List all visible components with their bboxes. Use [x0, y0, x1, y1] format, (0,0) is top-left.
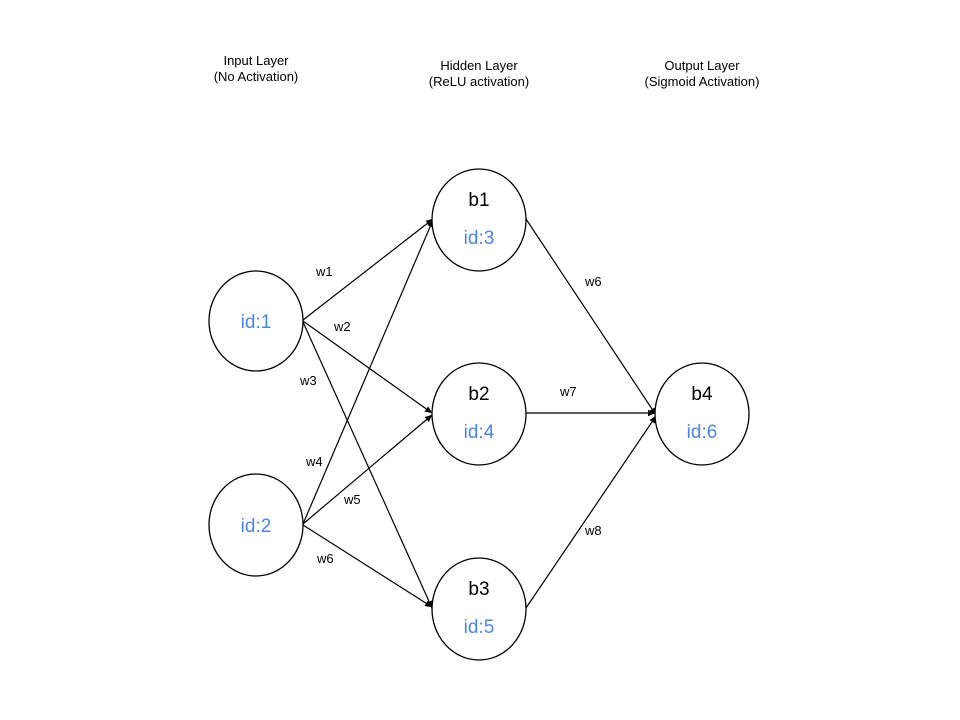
neuron-bias-label: b4	[691, 384, 713, 405]
weight-label-w4: w4	[305, 454, 323, 469]
edge-n1-n3	[302, 218, 434, 321]
neuron-circle	[431, 362, 527, 466]
edge-n5-n6	[525, 415, 657, 609]
neuron-bias-label: b1	[468, 190, 489, 211]
edge-n1-n4	[302, 320, 433, 414]
neuron-id-label: id:2	[241, 516, 272, 537]
neuron-id-label: id:6	[687, 422, 718, 443]
weight-label-w7: w7	[559, 384, 577, 399]
weight-label-w5: w5	[343, 492, 361, 507]
connections	[302, 218, 657, 609]
neuron-n3: b1 id:3	[431, 168, 527, 272]
neuron-n6: b4 id:6	[654, 362, 750, 466]
hidden-layer-subtitle: (ReLU activation)	[429, 74, 529, 89]
neuron-id-label: id:5	[464, 617, 495, 638]
weight-label-w6: w6	[316, 551, 334, 566]
neuron-n5: b3 id:5	[431, 557, 527, 661]
weight-label-w6: w6	[584, 274, 602, 289]
neuron-circle	[208, 473, 304, 577]
neuron-circle	[431, 557, 527, 661]
neurons: id:1 id:2 b1 id:3 b2 id:4 b3 id:5 b4 id:6	[208, 168, 750, 661]
input-layer-title: Input Layer	[223, 53, 289, 68]
weight-label-w2: w2	[333, 319, 351, 334]
edge-n3-n6	[525, 218, 657, 416]
neuron-bias-label: b3	[468, 579, 489, 600]
weight-labels: w1 w2 w3 w4 w5 w6 w6 w7 w8	[299, 264, 602, 566]
neuron-id-label: id:4	[464, 422, 495, 443]
edge-n2-n3	[302, 219, 434, 525]
weight-label-w3: w3	[299, 373, 317, 388]
neuron-bias-label: b2	[468, 384, 489, 405]
weight-label-w8: w8	[584, 523, 602, 538]
neuron-n2: id:2	[208, 473, 304, 577]
neuron-id-label: id:1	[241, 312, 272, 333]
edge-n2-n4	[302, 414, 433, 525]
output-layer-subtitle: (Sigmoid Activation)	[645, 74, 760, 89]
neuron-n4: b2 id:4	[431, 362, 527, 466]
neuron-id-label: id:3	[464, 228, 495, 249]
neuron-circle	[431, 168, 527, 272]
neuron-circle	[654, 362, 750, 466]
neuron-circle	[208, 270, 304, 372]
output-layer-title: Output Layer	[664, 58, 740, 73]
weight-label-w1: w1	[315, 264, 333, 279]
edge-n1-n5	[302, 321, 433, 609]
neuron-n1: id:1	[208, 270, 304, 372]
input-layer-subtitle: (No Activation)	[214, 69, 299, 84]
hidden-layer-title: Hidden Layer	[440, 58, 518, 73]
edge-n2-n5	[302, 524, 433, 608]
